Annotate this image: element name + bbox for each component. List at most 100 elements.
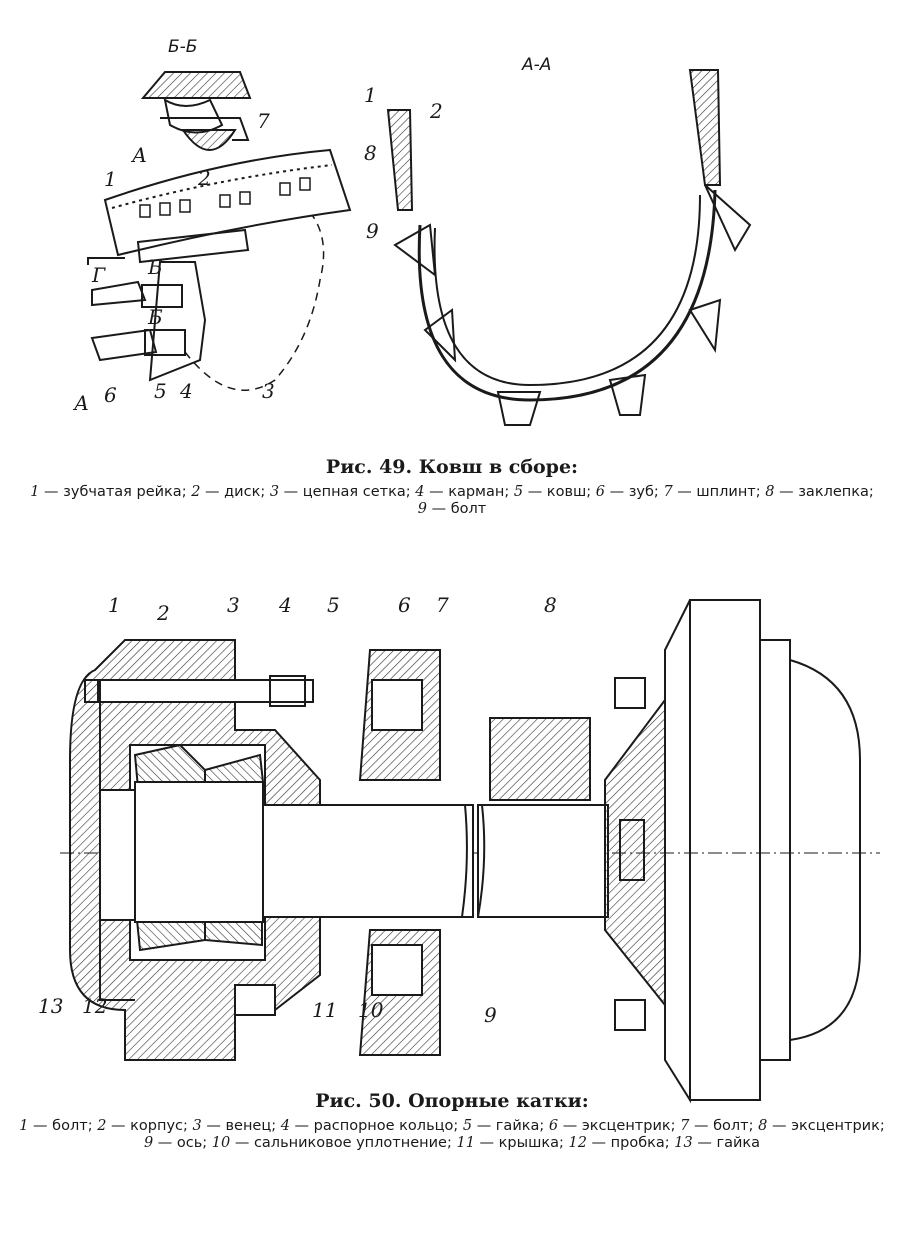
fig49-legend: 1 — зубчатая рейка; 2 — диск; 3 — цепная… [14, 484, 890, 518]
fig49-legend-num: 9 [417, 501, 427, 517]
fig50-legend-num: 11 [456, 1135, 475, 1151]
fig49-label-1: 1 [104, 167, 117, 191]
fig50-legend-text: — корпус; [106, 1118, 193, 1134]
fig50-label-5: 5 [327, 593, 340, 617]
fig49-label-2: 2 [197, 166, 211, 190]
fig49-legend-text: — зуб; [604, 484, 664, 500]
fig50-legend-text: — распорное кольцо; [289, 1118, 463, 1134]
fig50-legend-num: 5 [462, 1118, 473, 1134]
fig50-legend-num: 2 [97, 1118, 107, 1134]
fig50-label-12: 12 [82, 994, 107, 1018]
fig50-legend-item-10: 10 — сальниковое уплотнение; [212, 1135, 457, 1151]
fig50-legend-item-1: 1 — болт; [19, 1118, 97, 1134]
fig49-legend-item-6: 6 — зуб; [596, 484, 664, 500]
fig50-legend-item-8: 8 — эксцентрик; [758, 1118, 885, 1134]
fig49-label-1b: 1 [364, 83, 377, 107]
fig49-legend-num: 4 [415, 484, 425, 500]
fig49-legend-item-7: 7 — шплинт; [663, 484, 765, 500]
fig50-legend-item-5: 5 — гайка; [463, 1118, 549, 1134]
figure-50-drawing [60, 599, 880, 1104]
axle-shaft [134, 781, 609, 923]
fig50-legend-num: 10 [211, 1135, 231, 1151]
fig50-legend-item-2: 2 — корпус; [97, 1118, 192, 1134]
fig49-legend-item-9: 9 — болт [418, 501, 486, 517]
fig50-legend-item-12: 12 — пробка; [568, 1135, 674, 1151]
fig49-legend-item-8: 8 — заклепка; [765, 484, 874, 500]
fig49-legend-text: — болт [426, 501, 487, 517]
fig49-legend-num: 7 [663, 484, 673, 500]
fig50-legend-num: 6 [548, 1118, 559, 1134]
fig50-label-7: 7 [436, 593, 449, 617]
fig49-legend-text: — карман; [424, 484, 514, 500]
fig49-legend-item-2: 2 — диск; [191, 484, 270, 500]
fig49-legend-text: — зубчатая рейка; [39, 484, 192, 500]
fig50-legend-item-4: 4 — распорное кольцо; [281, 1118, 463, 1134]
fig50-legend-num: 3 [192, 1118, 202, 1134]
fig50-legend-num: 9 [143, 1135, 154, 1151]
eccentric-6 [358, 649, 441, 1056]
fig49-label-7: 7 [257, 109, 270, 133]
fig49-label-2b: 2 [429, 99, 443, 123]
section-bb-label: Б-Б [168, 37, 197, 57]
fig49-label-5: 5 [154, 379, 167, 403]
fig50-legend-text: — эксцентрик; [767, 1118, 885, 1134]
bucket-side-view [87, 148, 352, 391]
fig50-legend-num: 8 [758, 1118, 768, 1134]
fig50-label-11: 11 [312, 998, 337, 1022]
fig50-legend-num: 7 [680, 1118, 690, 1134]
fig50-legend-text: — болт; [689, 1118, 759, 1134]
fig49-legend-text: — цепная сетка; [279, 484, 416, 500]
fig50-label-9: 9 [484, 1003, 497, 1027]
fig49-legend-text: — шплинт; [672, 484, 766, 500]
section-aa-label: А-А [521, 55, 551, 75]
section-bb-detail [140, 71, 252, 151]
fig49-legend-item-3: 3 — цепная сетка; [270, 484, 415, 500]
fig50-legend-text: — эксцентрик; [558, 1118, 681, 1134]
fig50-label-4: 4 [278, 593, 292, 617]
fig49-label-3: 3 [262, 379, 275, 403]
fig49-marker-a-top: А [130, 143, 147, 167]
fig49-legend-item-1: 1 — зубчатая рейка; [30, 484, 191, 500]
fig50-legend: 1 — болт; 2 — корпус; 3 — венец; 4 — рас… [14, 1118, 890, 1152]
fig50-label-13: 13 [38, 994, 63, 1018]
fig50-legend-text: — крышка; [474, 1135, 569, 1151]
fig50-label-6: 6 [398, 593, 411, 617]
fig49-legend-num: 5 [513, 484, 524, 500]
fig50-legend-text: — гайка; [472, 1118, 549, 1134]
figure-49-drawing [87, 69, 752, 426]
fig50-label-3: 3 [227, 593, 240, 617]
fig50-label-1: 1 [108, 593, 121, 617]
fig50-label-2: 2 [156, 601, 170, 625]
roller-right-wheel [604, 599, 861, 1104]
fig49-legend-text: — ковш; [523, 484, 596, 500]
fig49-marker-g: Г [91, 263, 106, 287]
fig50-legend-text: — пробка; [586, 1135, 675, 1151]
fig49-legend-item-5: 5 — ковш; [514, 484, 596, 500]
fig49-label-8: 8 [364, 141, 377, 165]
fig50-legend-text: — ось; [153, 1135, 212, 1151]
fig50-legend-item-13: 13 — гайка [674, 1135, 760, 1151]
fig49-legend-num: 6 [595, 484, 605, 500]
fig50-legend-item-6: 6 — эксцентрик; [549, 1118, 680, 1134]
fig49-label-6: 6 [104, 383, 117, 407]
fig50-legend-item-3: 3 — венец; [193, 1118, 281, 1134]
fig50-legend-num: 1 [19, 1118, 29, 1134]
fig50-legend-item-7: 7 — болт; [680, 1118, 758, 1134]
fig50-legend-item-11: 11 — крышка; [456, 1135, 568, 1151]
fig49-label-9: 9 [366, 219, 379, 243]
fig50-legend-item-9: 9 — ось; [144, 1135, 212, 1151]
fig50-legend-text: — болт; [28, 1118, 98, 1134]
fig50-legend-num: 13 [674, 1135, 693, 1151]
fig50-legend-num: 4 [280, 1118, 290, 1134]
fig49-legend-item-4: 4 — карман; [415, 484, 514, 500]
fig50-label-10: 10 [358, 998, 384, 1022]
fig49-legend-num: 2 [191, 484, 201, 500]
fig50-legend-text: — венец; [201, 1118, 281, 1134]
eccentric-8 [489, 717, 591, 801]
fig49-legend-num: 3 [269, 484, 280, 500]
fig49-legend-num: 1 [30, 484, 40, 500]
fig49-legend-text: — заклепка; [774, 484, 874, 500]
fig49-marker-a-bottom: А [72, 391, 89, 415]
fig49-legend-num: 8 [765, 484, 775, 500]
